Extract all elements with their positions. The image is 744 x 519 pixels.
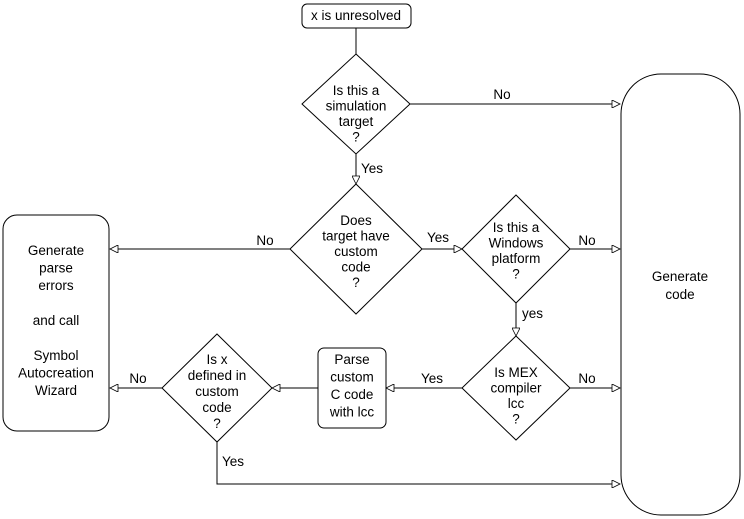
node-start-label: x is unresolved	[311, 8, 401, 23]
decision-custom-code-text-line: target have	[322, 229, 390, 244]
process-parse-custom-code-text: Parse custom C code with lcc	[329, 352, 375, 420]
node-start: x is unresolved	[301, 3, 412, 29]
decision-x-defined-text-line: ?	[213, 416, 221, 431]
decision-simulation-target-text-line: target	[339, 114, 374, 129]
edge-label-defined-no: No	[129, 371, 146, 386]
process-parse-custom-code-text-line: custom	[330, 370, 374, 385]
process-parse-custom-code-text-line: Parse	[334, 352, 369, 367]
edges	[110, 28, 620, 484]
decision-custom-code-text-line: ?	[352, 275, 360, 290]
edge-label-windows-yes: yes	[522, 306, 543, 321]
decision-custom-code-text-line: custom	[334, 244, 378, 259]
decision-mex-compiler-text-line: ?	[512, 412, 520, 427]
edge-label-defined-yes: Yes	[222, 454, 244, 469]
decision-mex-compiler-text-line: lcc	[508, 396, 525, 411]
terminal-generate-parse-errors-text-line: Wizard	[35, 383, 77, 398]
edge-label-simulation-no: No	[493, 87, 510, 102]
terminal-generate-parse-errors-text-line: and call	[33, 313, 80, 328]
decision-custom-code-text-line: code	[341, 260, 370, 275]
decision-windows-platform-text-line: ?	[512, 267, 520, 282]
terminal-generate-parse-errors-text-line: Symbol	[33, 348, 78, 363]
terminal-generate-code: Generate code	[620, 73, 741, 516]
decision-simulation-target-text-line: ?	[352, 130, 360, 145]
decision-x-defined-text-line: custom	[195, 384, 239, 399]
edge-labels: No Yes No Yes No yes No Yes No Yes	[129, 87, 595, 469]
decision-windows-platform-text-line: Windows	[489, 236, 544, 251]
decision-mex-compiler-text-line: Is MEX	[494, 365, 538, 380]
terminal-generate-parse-errors-text-line: parse	[39, 261, 73, 276]
terminal-generate-parse-errors-text-line	[54, 331, 58, 346]
edge-defined-yes	[216, 442, 620, 484]
decision-custom-code-text-line: Does	[340, 213, 372, 228]
edge-label-windows-no: No	[578, 233, 595, 248]
decision-windows-platform-text-line: platform	[492, 251, 541, 266]
decision-simulation-target-text-line: Is this a	[333, 83, 380, 98]
decision-windows-platform-text-line: Is this a	[493, 220, 540, 235]
decision-x-defined-text-line: Is x	[206, 352, 227, 367]
terminal-generate-parse-errors-text-line: errors	[38, 278, 74, 293]
edge-label-mex-no: No	[578, 371, 595, 386]
terminal-generate-parse-errors-text-line: Autocreation	[18, 366, 94, 381]
edge-label-mex-yes: Yes	[421, 371, 443, 386]
process-parse-custom-code: Parse custom C code with lcc	[317, 347, 387, 429]
terminal-generate-code-text: Generate code	[652, 269, 708, 302]
decision-x-defined-text-line: code	[202, 400, 231, 415]
terminal-generate-parse-errors-text-line: Generate	[28, 243, 84, 258]
edge-label-custom-code-yes: Yes	[427, 230, 449, 245]
process-parse-custom-code-text-line: with lcc	[329, 405, 375, 420]
decision-x-defined-text-line: defined in	[188, 368, 247, 383]
edge-label-custom-code-no: No	[256, 233, 273, 248]
process-parse-custom-code-text-line: C code	[331, 387, 374, 402]
decision-simulation-target-text-line: simulation	[326, 99, 387, 114]
decision-mex-compiler-text-line: compiler	[490, 381, 542, 396]
terminal-generate-code-text-line: Generate	[652, 269, 708, 284]
edge-label-simulation-yes: Yes	[361, 161, 383, 176]
terminal-generate-code-text-line: code	[665, 287, 694, 302]
terminal-generate-parse-errors-text-line	[54, 296, 58, 311]
